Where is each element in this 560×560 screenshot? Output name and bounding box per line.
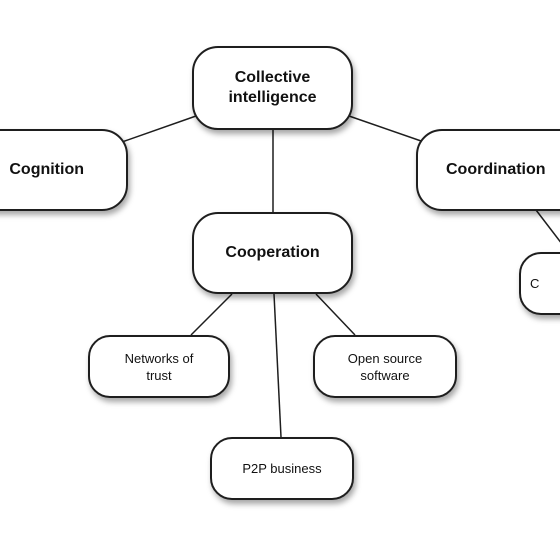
node-networks-of-trust[interactable]: Networks of trust	[88, 335, 230, 398]
edge-collective-coordination	[348, 115, 425, 143]
edge-cooperation-p2p	[273, 293, 282, 438]
node-p2p-business[interactable]: P2P business	[210, 437, 354, 500]
edge-coordination-partial	[535, 209, 560, 243]
node-cognition[interactable]: Cognition	[0, 129, 128, 211]
node-cooperation[interactable]: Cooperation	[192, 212, 353, 294]
edge-cooperation-opensource	[315, 293, 356, 336]
edge-collective-cognition	[121, 115, 197, 143]
node-collective-intelligence[interactable]: Collective intelligence	[192, 46, 353, 130]
node-coordination[interactable]: Coordination	[416, 129, 560, 211]
node-open-source-software[interactable]: Open source software	[313, 335, 457, 398]
node-partial-cut-off[interactable]: C	[519, 252, 560, 315]
edge-cooperation-networks	[190, 293, 233, 336]
